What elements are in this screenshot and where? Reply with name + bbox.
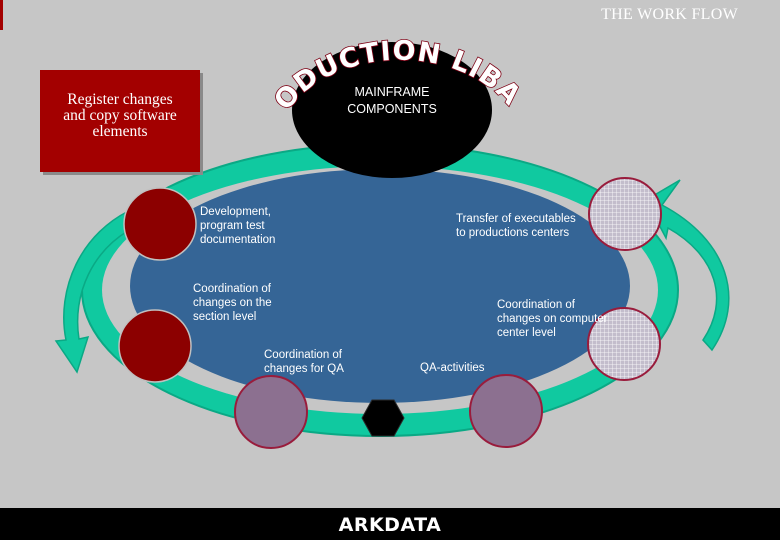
qa-coordination-node (234, 375, 308, 449)
qa-activities-node (469, 374, 543, 448)
page-title: THE WORK FLOW (601, 6, 738, 23)
computer-center-label: Coordination of changes on computer cent… (497, 299, 608, 339)
mainframe-label: MAINFRAME COMPONENTS (347, 85, 437, 116)
footer-bar (0, 508, 780, 540)
right-cycle-arrow (645, 179, 730, 352)
section-coordination-node (118, 309, 192, 383)
development-label: Development, program test documentation (200, 206, 276, 246)
brand-logo: ARKDATA (338, 514, 442, 536)
register-changes-box: Register changes and copy software eleme… (40, 70, 200, 172)
transfer-node (588, 177, 662, 251)
hexagon-node (361, 399, 405, 437)
register-changes-label: Register changes and copy software eleme… (63, 91, 177, 140)
qa-activities-label: QA-activities (420, 362, 485, 374)
qa-coordination-label: Coordination of changes for QA (264, 349, 344, 375)
mainframe-ellipse (292, 42, 492, 178)
left-cycle-arrow (54, 206, 138, 374)
section-coordination-label: Coordination of changes on the section l… (193, 283, 272, 323)
development-node (123, 187, 197, 261)
computer-center-node (587, 307, 661, 381)
transfer-label: Transfer of executables to productions c… (456, 213, 576, 239)
process-ellipse (130, 169, 630, 403)
corner-mark (0, 0, 3, 30)
